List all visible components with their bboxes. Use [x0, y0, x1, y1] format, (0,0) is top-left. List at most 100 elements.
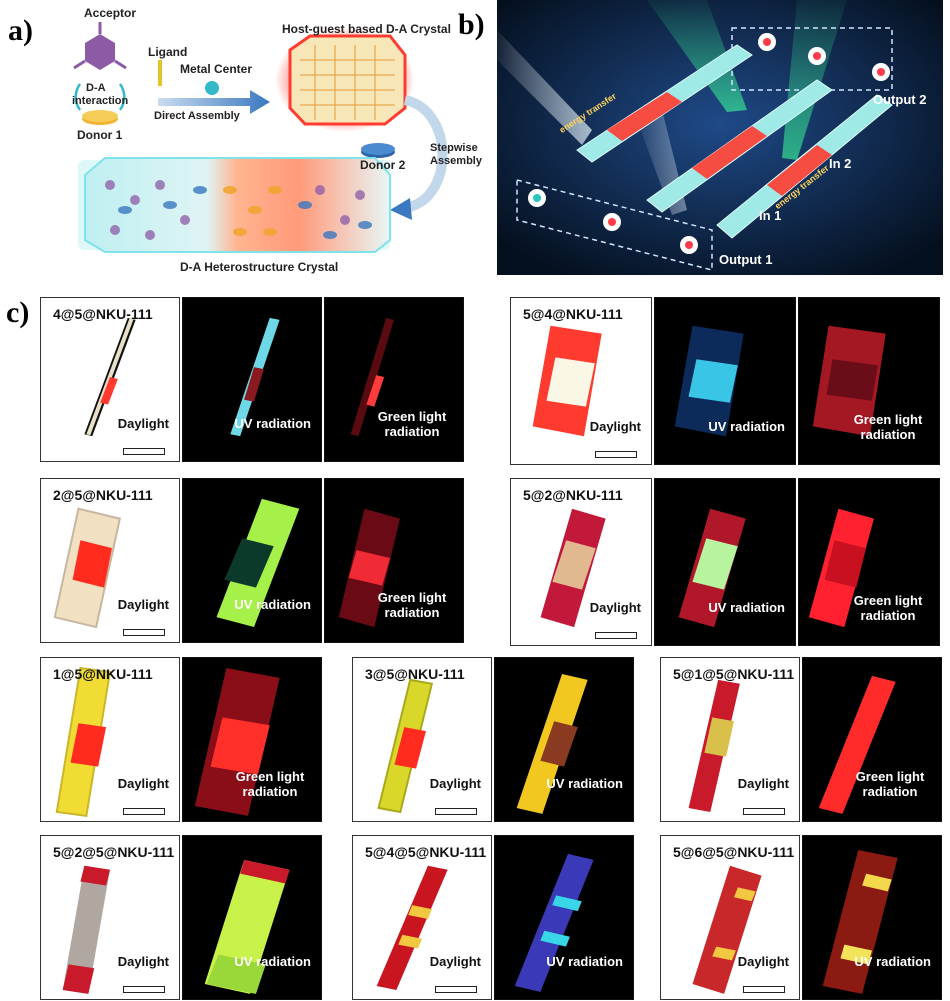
- tile-sample-name: 5@6@5@NKU-111: [673, 844, 795, 860]
- tile-caption: UV radiation: [234, 597, 311, 612]
- in1-label: In 1: [759, 208, 782, 223]
- tile-caption: UV radiation: [234, 416, 311, 431]
- donor2-disc-icon: [361, 143, 395, 155]
- scale-bar: [435, 986, 477, 993]
- da-interaction-label-1: D-A: [86, 82, 106, 94]
- stepwise-label-1: Stepwise: [430, 142, 478, 154]
- scale-bar: [123, 629, 165, 636]
- tile-5-2-daylight: 5@2@NKU-111 Daylight: [510, 478, 652, 646]
- tile-caption: UV radiation: [546, 776, 623, 791]
- tile-caption: Daylight: [429, 776, 481, 791]
- tile-sample-name: 3@5@NKU-111: [365, 666, 465, 682]
- direct-assembly-label: Direct Assembly: [154, 110, 240, 122]
- tile-sample-name: 2@5@NKU-111: [53, 487, 153, 503]
- crystal-rods: [576, 44, 893, 239]
- tile-5-6-5-uv: UV radiation: [802, 835, 942, 1000]
- tile-5-1-5-daylight: 5@1@5@NKU-111 Daylight: [660, 657, 800, 822]
- tile-5-4-uv: UV radiation: [654, 297, 796, 465]
- tile-5-4-5-uv: UV radiation: [494, 835, 634, 1000]
- tile-caption: Daylight: [117, 597, 169, 612]
- tile-caption: UV radiation: [854, 954, 931, 969]
- host-guest-crystal: [288, 34, 407, 126]
- tile-3-5-uv: UV radiation: [494, 657, 634, 822]
- tile-caption: Daylight: [589, 600, 641, 615]
- tile-caption: Daylight: [737, 776, 789, 791]
- direct-assembly-arrow: [158, 90, 270, 114]
- scale-bar: [743, 986, 785, 993]
- acceptor-hexagon-icon: [85, 34, 115, 70]
- scale-bar: [123, 986, 165, 993]
- output1-label: Output 1: [719, 252, 773, 267]
- panel-a-schematic: Acceptor D-A interaction Donor 1 Ligand …: [60, 0, 482, 285]
- tile-2-5-daylight: 2@5@NKU-111 Daylight: [40, 478, 180, 643]
- tile-2-5-uv: UV radiation: [182, 478, 322, 643]
- tile-caption: Daylight: [117, 776, 169, 791]
- scale-bar: [123, 808, 165, 815]
- tile-sample-name: 4@5@NKU-111: [53, 306, 153, 322]
- tile-caption: Daylight: [737, 954, 789, 969]
- scale-bar: [435, 808, 477, 815]
- tile-5-2-5-daylight: 5@2@5@NKU-111 Daylight: [40, 835, 180, 1000]
- tile-caption: UV radiation: [546, 954, 623, 969]
- panel-label-b: b): [458, 8, 485, 41]
- heterostructure-crystal: [84, 157, 391, 253]
- tile-3-5-daylight: 3@5@NKU-111 Daylight: [352, 657, 492, 822]
- tile-sample-name: 5@4@5@NKU-111: [365, 844, 487, 860]
- tile-5-4-5-daylight: 5@4@5@NKU-111 Daylight: [352, 835, 492, 1000]
- photonic-gate-render: [497, 0, 943, 275]
- tile-sample-name: 5@1@5@NKU-111: [673, 666, 795, 682]
- tile-5-6-5-daylight: 5@6@5@NKU-111 Daylight: [660, 835, 800, 1000]
- assembly-schematic: [73, 22, 448, 253]
- scale-bar: [123, 448, 165, 455]
- scale-bar: [595, 451, 637, 458]
- tile-sample-name: 5@4@NKU-111: [523, 306, 623, 322]
- tile-sample-name: 5@2@5@NKU-111: [53, 844, 175, 860]
- heterostructure-label: D-A Heterostructure Crystal: [180, 260, 339, 274]
- output2-label: Output 2: [873, 92, 927, 107]
- scale-bar: [743, 808, 785, 815]
- scale-bar: [595, 632, 637, 639]
- host-guest-label: Host-guest based D-A Crystal: [282, 22, 451, 36]
- tile-caption: Daylight: [589, 419, 641, 434]
- tile-caption: UV radiation: [708, 600, 785, 615]
- tile-4-5-daylight: 4@5@NKU-111 Daylight: [40, 297, 180, 462]
- tile-sample-name: 5@2@NKU-111: [523, 487, 623, 503]
- tile-4-5-uv: UV radiation: [182, 297, 322, 462]
- tile-caption: Daylight: [429, 954, 481, 969]
- ligand-label: Ligand: [148, 45, 188, 59]
- tile-1-5-daylight: 1@5@NKU-111 Daylight: [40, 657, 180, 822]
- tile-5-2-uv: UV radiation: [654, 478, 796, 646]
- panel-label-a: a): [8, 14, 33, 47]
- stepwise-label-2: Assembly: [430, 155, 482, 167]
- tile-5-2-5-uv: UV radiation: [182, 835, 322, 1000]
- tile-5-4-daylight: 5@4@NKU-111 Daylight: [510, 297, 652, 465]
- donor1-label: Donor 1: [77, 128, 123, 142]
- panel-label-c: c): [6, 296, 30, 329]
- metal-center-icon: [205, 81, 219, 95]
- acceptor-label: Acceptor: [84, 6, 137, 20]
- tile-caption: UV radiation: [234, 954, 311, 969]
- tile-sample-name: 1@5@NKU-111: [53, 666, 153, 682]
- donor2-label: Donor 2: [360, 158, 406, 172]
- ligand-icon: [158, 60, 162, 86]
- tile-caption: Daylight: [117, 416, 169, 431]
- panel-b-render: Output 2 Output 1 In 1 In 2 energy trans…: [497, 0, 943, 275]
- tile-caption: UV radiation: [708, 419, 785, 434]
- tile-caption: Daylight: [117, 954, 169, 969]
- metal-center-label: Metal Center: [180, 62, 253, 76]
- in2-label: In 2: [829, 156, 852, 171]
- da-interaction-label-2: interaction: [72, 95, 129, 107]
- output-dots: [528, 33, 890, 254]
